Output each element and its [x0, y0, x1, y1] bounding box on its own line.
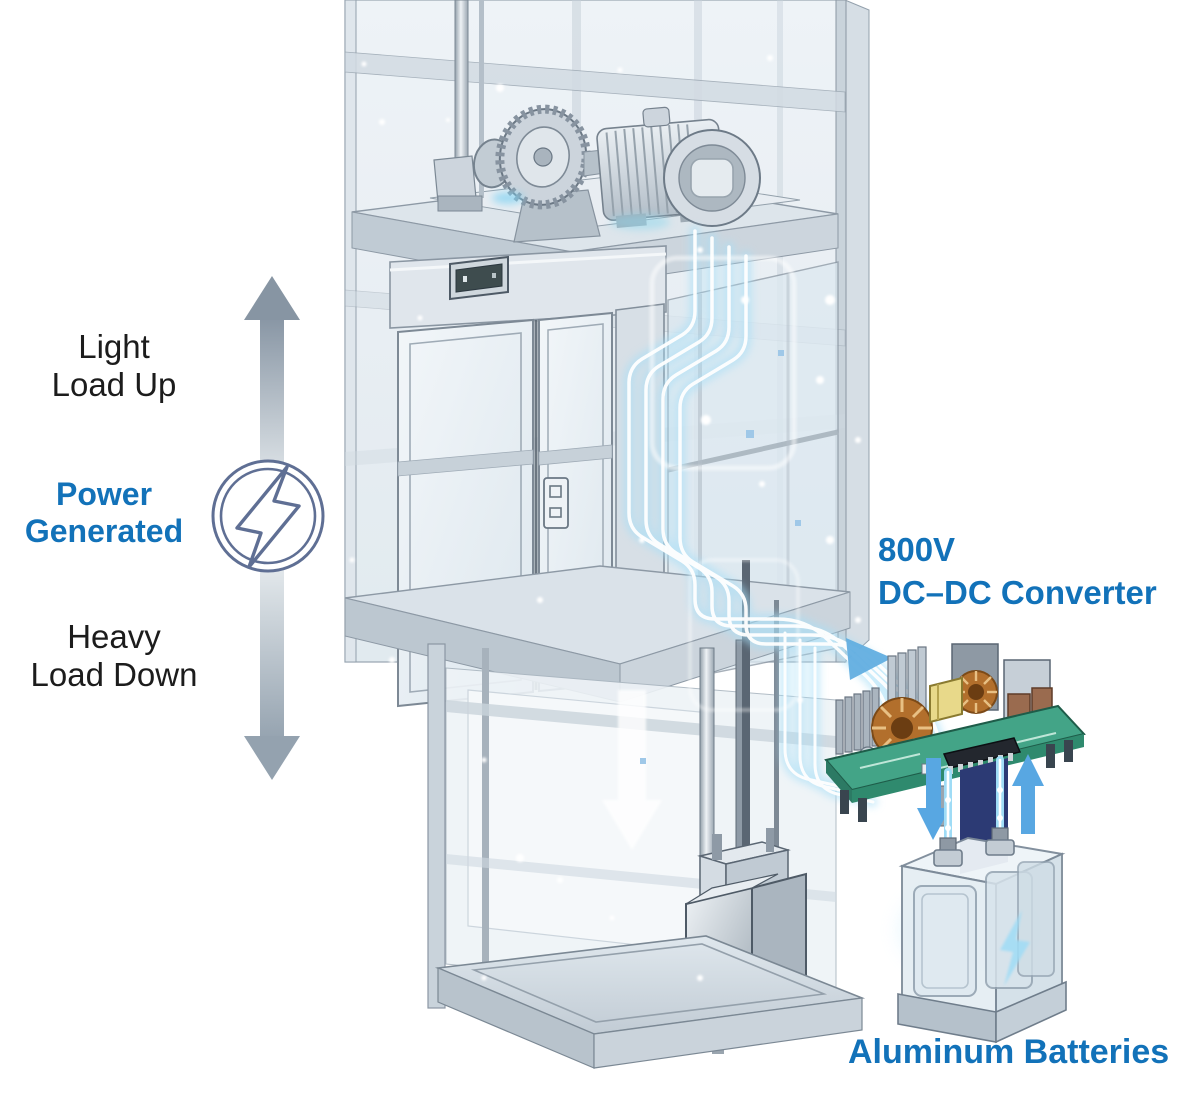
- heatsink-mid: [887, 646, 927, 717]
- base-platform: [434, 935, 866, 1069]
- pcb-pins-under: [840, 740, 1073, 822]
- energy-flow: [349, 55, 941, 981]
- label-line: DC–DC Converter: [878, 574, 1157, 611]
- arrow-down-head: [244, 736, 300, 780]
- flow-arrowhead-to-converter: [846, 638, 892, 680]
- charge-up-arrow: [1012, 754, 1044, 834]
- label-line: Heavy: [67, 618, 161, 655]
- ic-chip: [942, 737, 1022, 769]
- label-heavy-load-down: Heavy Load Down: [28, 618, 200, 694]
- label-aluminum-batteries: Aluminum Batteries: [848, 1032, 1169, 1072]
- guide-rods: [433, 0, 484, 212]
- label-line: Aluminum Batteries: [848, 1033, 1170, 1071]
- battery-pack: [897, 753, 1067, 1044]
- battery-terminal-right: [985, 827, 1015, 856]
- traction-motor: [472, 104, 761, 243]
- battery-terminal-left: [933, 837, 963, 867]
- soft-down-arrow: [602, 690, 662, 850]
- lightning-circle-icon: [211, 459, 325, 573]
- sparkles: [349, 55, 903, 981]
- label-line: 800V: [878, 531, 956, 568]
- label-line: Power: [55, 476, 153, 512]
- label-light-load-up: Light Load Up: [28, 328, 200, 404]
- arrow-up-head: [244, 276, 300, 320]
- label-line: Load Up: [51, 366, 177, 403]
- label-line: Load Down: [30, 656, 198, 693]
- label-dc-dc-converter: 800V DC–DC Converter: [878, 528, 1157, 614]
- battery-cell: [1017, 861, 1055, 977]
- transformer-yellow: [929, 676, 963, 724]
- label-power-generated: Power Generated: [8, 476, 200, 550]
- car-display-panel: [449, 255, 509, 301]
- label-line: Generated: [24, 513, 184, 549]
- battery-lightning-glow: [1000, 910, 1030, 986]
- battery-box: [897, 827, 1067, 1044]
- sparkle-dots-blue: [640, 350, 801, 764]
- label-line: Light: [78, 328, 150, 365]
- battery-cell: [913, 885, 977, 997]
- lightning-bolt-icon: [235, 465, 301, 569]
